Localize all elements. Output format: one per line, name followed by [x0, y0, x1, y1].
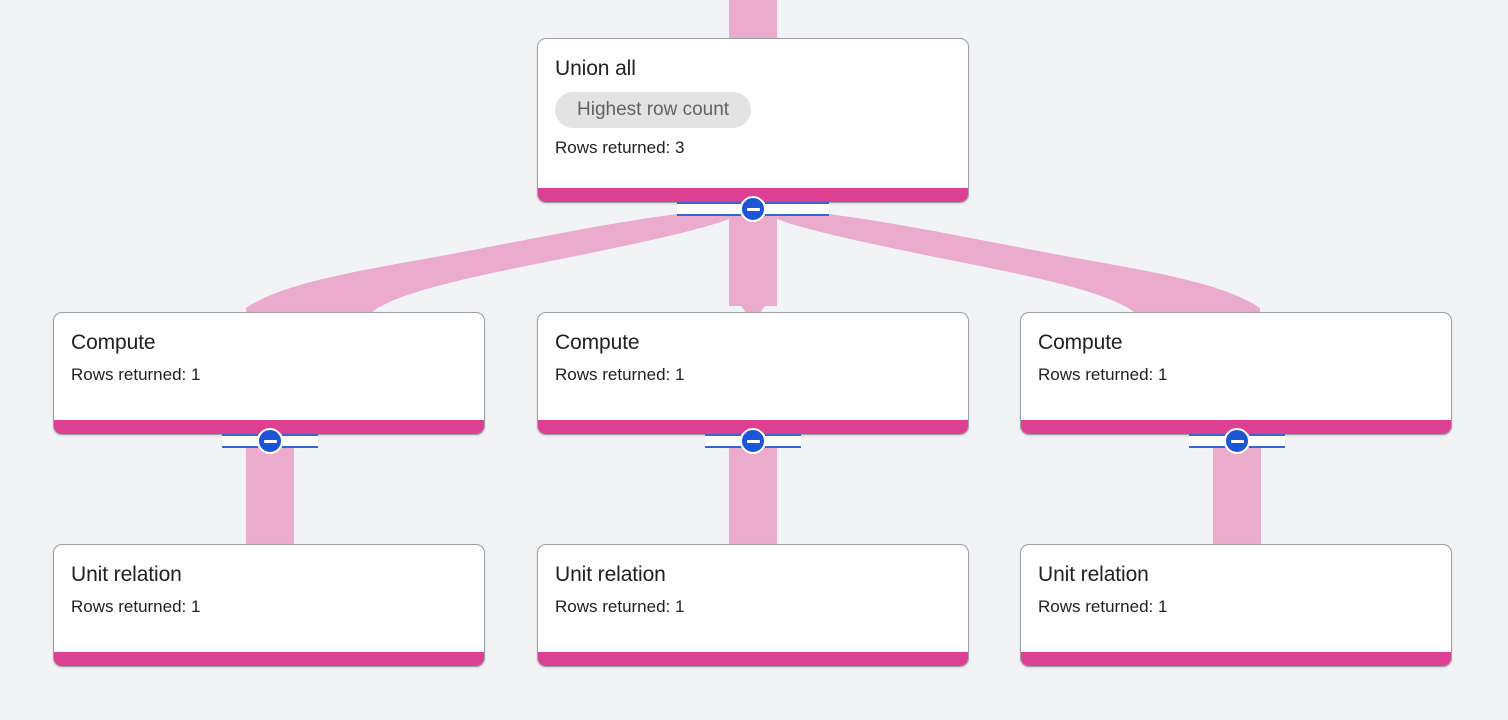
- plan-node-unit-relation-1[interactable]: Unit relation Rows returned: 1: [53, 544, 485, 667]
- collapse-rule-right: [765, 434, 801, 448]
- node-body: Compute Rows returned: 1: [54, 313, 484, 385]
- node-title: Unit relation: [1038, 563, 1149, 586]
- minus-circle-icon[interactable]: [740, 428, 766, 454]
- node-title: Unit relation: [555, 563, 666, 586]
- plan-node-union-all[interactable]: Union all Highest row count Rows returne…: [537, 38, 969, 203]
- collapse-rule-left: [222, 434, 258, 448]
- edge-incoming-top: [729, 0, 777, 40]
- node-body: Unit relation Rows returned: 1: [54, 545, 484, 617]
- node-status-bar: [54, 652, 484, 666]
- collapse-rule-right: [765, 202, 829, 216]
- plan-node-unit-relation-3[interactable]: Unit relation Rows returned: 1: [1020, 544, 1452, 667]
- node-body: Compute Rows returned: 1: [538, 313, 968, 385]
- collapse-rule-right: [1249, 434, 1285, 448]
- edge-union-to-compute-1: [246, 209, 729, 326]
- node-status-bar: [54, 420, 484, 434]
- node-rows-returned: Rows returned: 1: [71, 597, 201, 616]
- plan-node-compute-3[interactable]: Compute Rows returned: 1: [1020, 312, 1452, 435]
- node-body: Unit relation Rows returned: 1: [538, 545, 968, 617]
- node-body: Compute Rows returned: 1: [1021, 313, 1451, 385]
- edge-compute-2-to-unit-2: [729, 441, 777, 544]
- plan-node-unit-relation-2[interactable]: Unit relation Rows returned: 1: [537, 544, 969, 667]
- node-title: Compute: [1038, 331, 1123, 354]
- node-status-bar: [538, 652, 968, 666]
- node-rows-returned: Rows returned: 3: [555, 138, 685, 157]
- collapse-toggle-compute-3[interactable]: [1189, 428, 1285, 454]
- node-rows-returned: Rows returned: 1: [555, 597, 685, 616]
- collapse-toggle-compute-2[interactable]: [705, 428, 801, 454]
- node-rows-returned: Rows returned: 1: [1038, 365, 1168, 384]
- edge-compute-1-to-unit-1: [246, 441, 294, 544]
- node-title: Unit relation: [71, 563, 182, 586]
- highest-row-count-badge: Highest row count: [555, 92, 752, 128]
- edge-compute-3-to-unit-3: [1213, 441, 1261, 544]
- collapse-rule-left: [705, 434, 741, 448]
- edge-union-to-compute-2: [729, 209, 777, 322]
- collapse-toggle-compute-1[interactable]: [222, 428, 318, 454]
- node-rows-returned: Rows returned: 1: [71, 365, 201, 384]
- node-title: Union all: [555, 57, 636, 80]
- collapse-rule-right: [282, 434, 318, 448]
- minus-circle-icon[interactable]: [1224, 428, 1250, 454]
- minus-circle-icon[interactable]: [257, 428, 283, 454]
- node-title: Compute: [555, 331, 640, 354]
- node-body: Unit relation Rows returned: 1: [1021, 545, 1451, 617]
- node-status-bar: [1021, 420, 1451, 434]
- collapse-rule-left: [677, 202, 741, 216]
- node-title: Compute: [71, 331, 156, 354]
- node-status-bar: [1021, 652, 1451, 666]
- minus-circle-icon[interactable]: [740, 196, 766, 222]
- node-body: Union all Highest row count Rows returne…: [538, 39, 968, 158]
- collapse-rule-left: [1189, 434, 1225, 448]
- node-status-bar: [538, 188, 968, 202]
- node-status-bar: [538, 420, 968, 434]
- plan-node-compute-1[interactable]: Compute Rows returned: 1: [53, 312, 485, 435]
- node-rows-returned: Rows returned: 1: [555, 365, 685, 384]
- edge-union-to-compute-3: [777, 209, 1260, 326]
- collapse-toggle-union-all[interactable]: [677, 196, 829, 222]
- node-rows-returned: Rows returned: 1: [1038, 597, 1168, 616]
- plan-node-compute-2[interactable]: Compute Rows returned: 1: [537, 312, 969, 435]
